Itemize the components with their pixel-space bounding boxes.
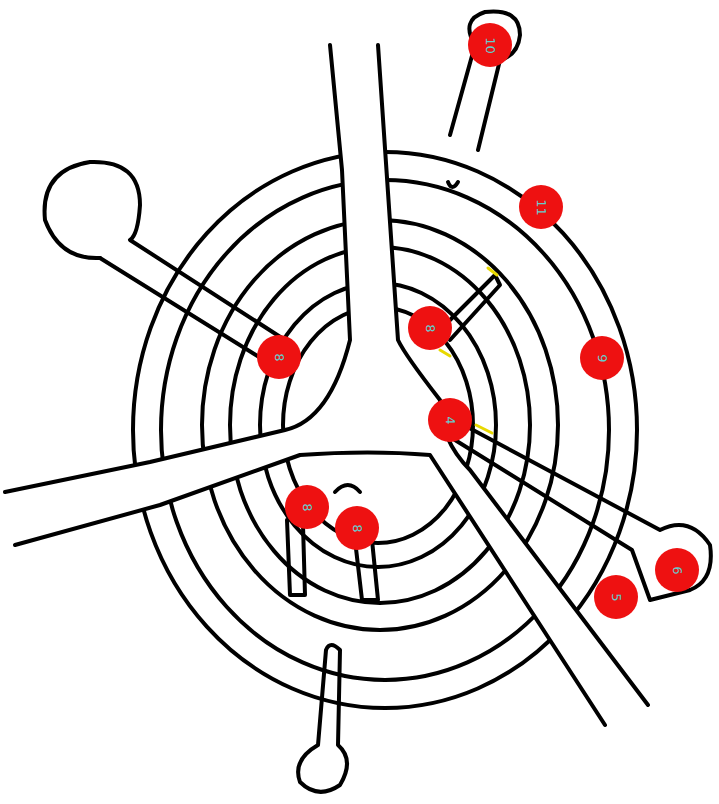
road-edge [335,485,360,492]
marker-number: 8 [273,353,286,361]
marker-number: 8 [351,524,364,532]
spur-path [448,182,458,187]
yellow-mark [440,350,450,356]
marker-circle: 11 [519,185,563,229]
marker-circle: 4 [428,398,472,442]
road-edge [378,45,648,705]
marker-number: 11 [534,199,547,216]
spur-path [298,645,347,792]
marker-number: 9 [596,354,609,362]
spur-path [287,520,305,595]
marker-circle: 6 [655,548,699,592]
yellow-mark [476,425,492,433]
marker-circle: 8 [257,335,301,379]
marker-circle: 8 [285,485,329,529]
spur-path [450,11,520,150]
marker-circle: 8 [335,506,379,550]
marker-number: 5 [610,593,623,601]
marker-circle: 8 [408,306,452,350]
marker-circle: 10 [468,23,512,67]
spur-path [100,258,272,365]
road-edge [5,45,350,492]
road-edge [15,453,605,726]
marker-number: 8 [424,324,437,332]
marker-number: 10 [483,37,496,54]
marker-circle: 5 [594,575,638,619]
marker-number: 4 [444,416,457,424]
road-fill [5,45,648,725]
marker-circle: 9 [580,336,624,380]
marker-number: 6 [671,566,684,574]
yellow-mark [488,268,497,275]
spur-path [45,162,285,340]
marker-number: 8 [301,503,314,511]
